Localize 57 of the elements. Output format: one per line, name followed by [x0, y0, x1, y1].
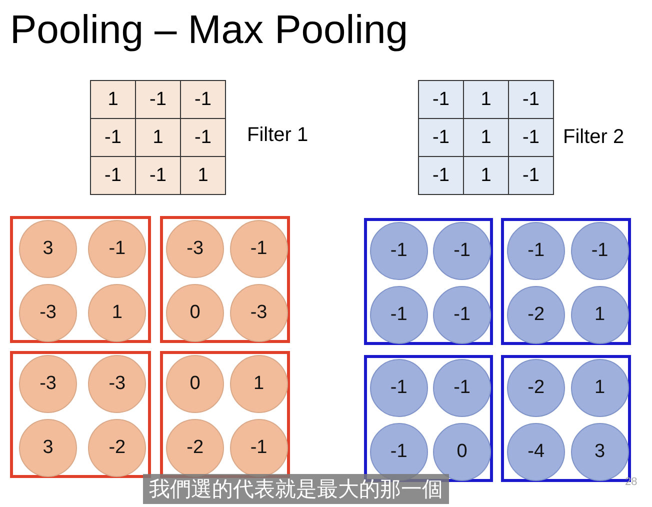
value-circle: -2: [88, 418, 146, 477]
value-circle: -1: [433, 286, 492, 344]
matrix-cell: -1: [418, 156, 464, 194]
matrix-cell: -1: [90, 118, 136, 156]
matrix-cell: 1: [464, 118, 508, 156]
matrix-cell: -1: [508, 80, 554, 118]
value-circle: 1: [570, 286, 629, 344]
value-circle: 1: [88, 284, 146, 342]
filter-label: Filter 1: [247, 124, 308, 147]
value-circle: 1: [230, 355, 288, 414]
filter-label: Filter 2: [563, 126, 624, 149]
value-circle: -2: [507, 359, 566, 418]
value-circle: -3: [166, 220, 224, 278]
pooling-region-frame: [501, 218, 631, 345]
pooling-region-frame: [10, 216, 151, 343]
value-circle: -1: [88, 220, 146, 278]
value-circle: 3: [19, 220, 78, 278]
pooling-region-frame: [160, 216, 290, 343]
value-circle: -2: [166, 418, 224, 477]
value-circle: -1: [433, 222, 492, 280]
pooling-region-frame: [10, 351, 151, 478]
value-circle: -3: [230, 284, 288, 342]
matrix-cell: -1: [508, 118, 554, 156]
value-circle: 0: [433, 422, 492, 481]
matrix-cell: -1: [180, 118, 226, 156]
matrix-cell: -1: [180, 80, 226, 118]
matrix-cell: -1: [418, 80, 464, 118]
matrix-cell: 1: [90, 80, 136, 118]
matrix-cell: -1: [90, 156, 136, 194]
value-circle: -4: [507, 422, 566, 481]
subtitle-caption: 我們選的代表就是最大的那一個: [143, 474, 449, 504]
value-circle: -1: [370, 222, 428, 280]
value-circle: -1: [570, 222, 629, 280]
matrix-cell: 1: [136, 118, 180, 156]
value-circle: -1: [433, 359, 492, 418]
value-circle: 0: [166, 355, 224, 414]
value-circle: -1: [370, 286, 428, 344]
matrix-cell: 1: [464, 156, 508, 194]
value-circle: -1: [230, 220, 288, 278]
value-circle: -3: [19, 284, 78, 342]
value-circle: -2: [507, 286, 566, 344]
value-circle: 1: [570, 359, 629, 418]
matrix-cell: -1: [508, 156, 554, 194]
matrix-cell: -1: [418, 118, 464, 156]
value-circle: -1: [370, 359, 428, 418]
value-circle: -1: [230, 418, 288, 477]
value-circle: -1: [507, 222, 566, 280]
slide-title: Pooling – Max Pooling: [10, 8, 408, 53]
matrix-cell: 1: [464, 80, 508, 118]
value-circle: -3: [88, 355, 146, 414]
matrix-cell: 1: [180, 156, 226, 194]
value-circle: 3: [19, 418, 78, 477]
matrix-cell: -1: [136, 80, 180, 118]
pooling-region-frame: [364, 218, 493, 345]
value-circle: 0: [166, 284, 224, 342]
matrix-cell: -1: [136, 156, 180, 194]
value-circle: -3: [19, 355, 78, 414]
